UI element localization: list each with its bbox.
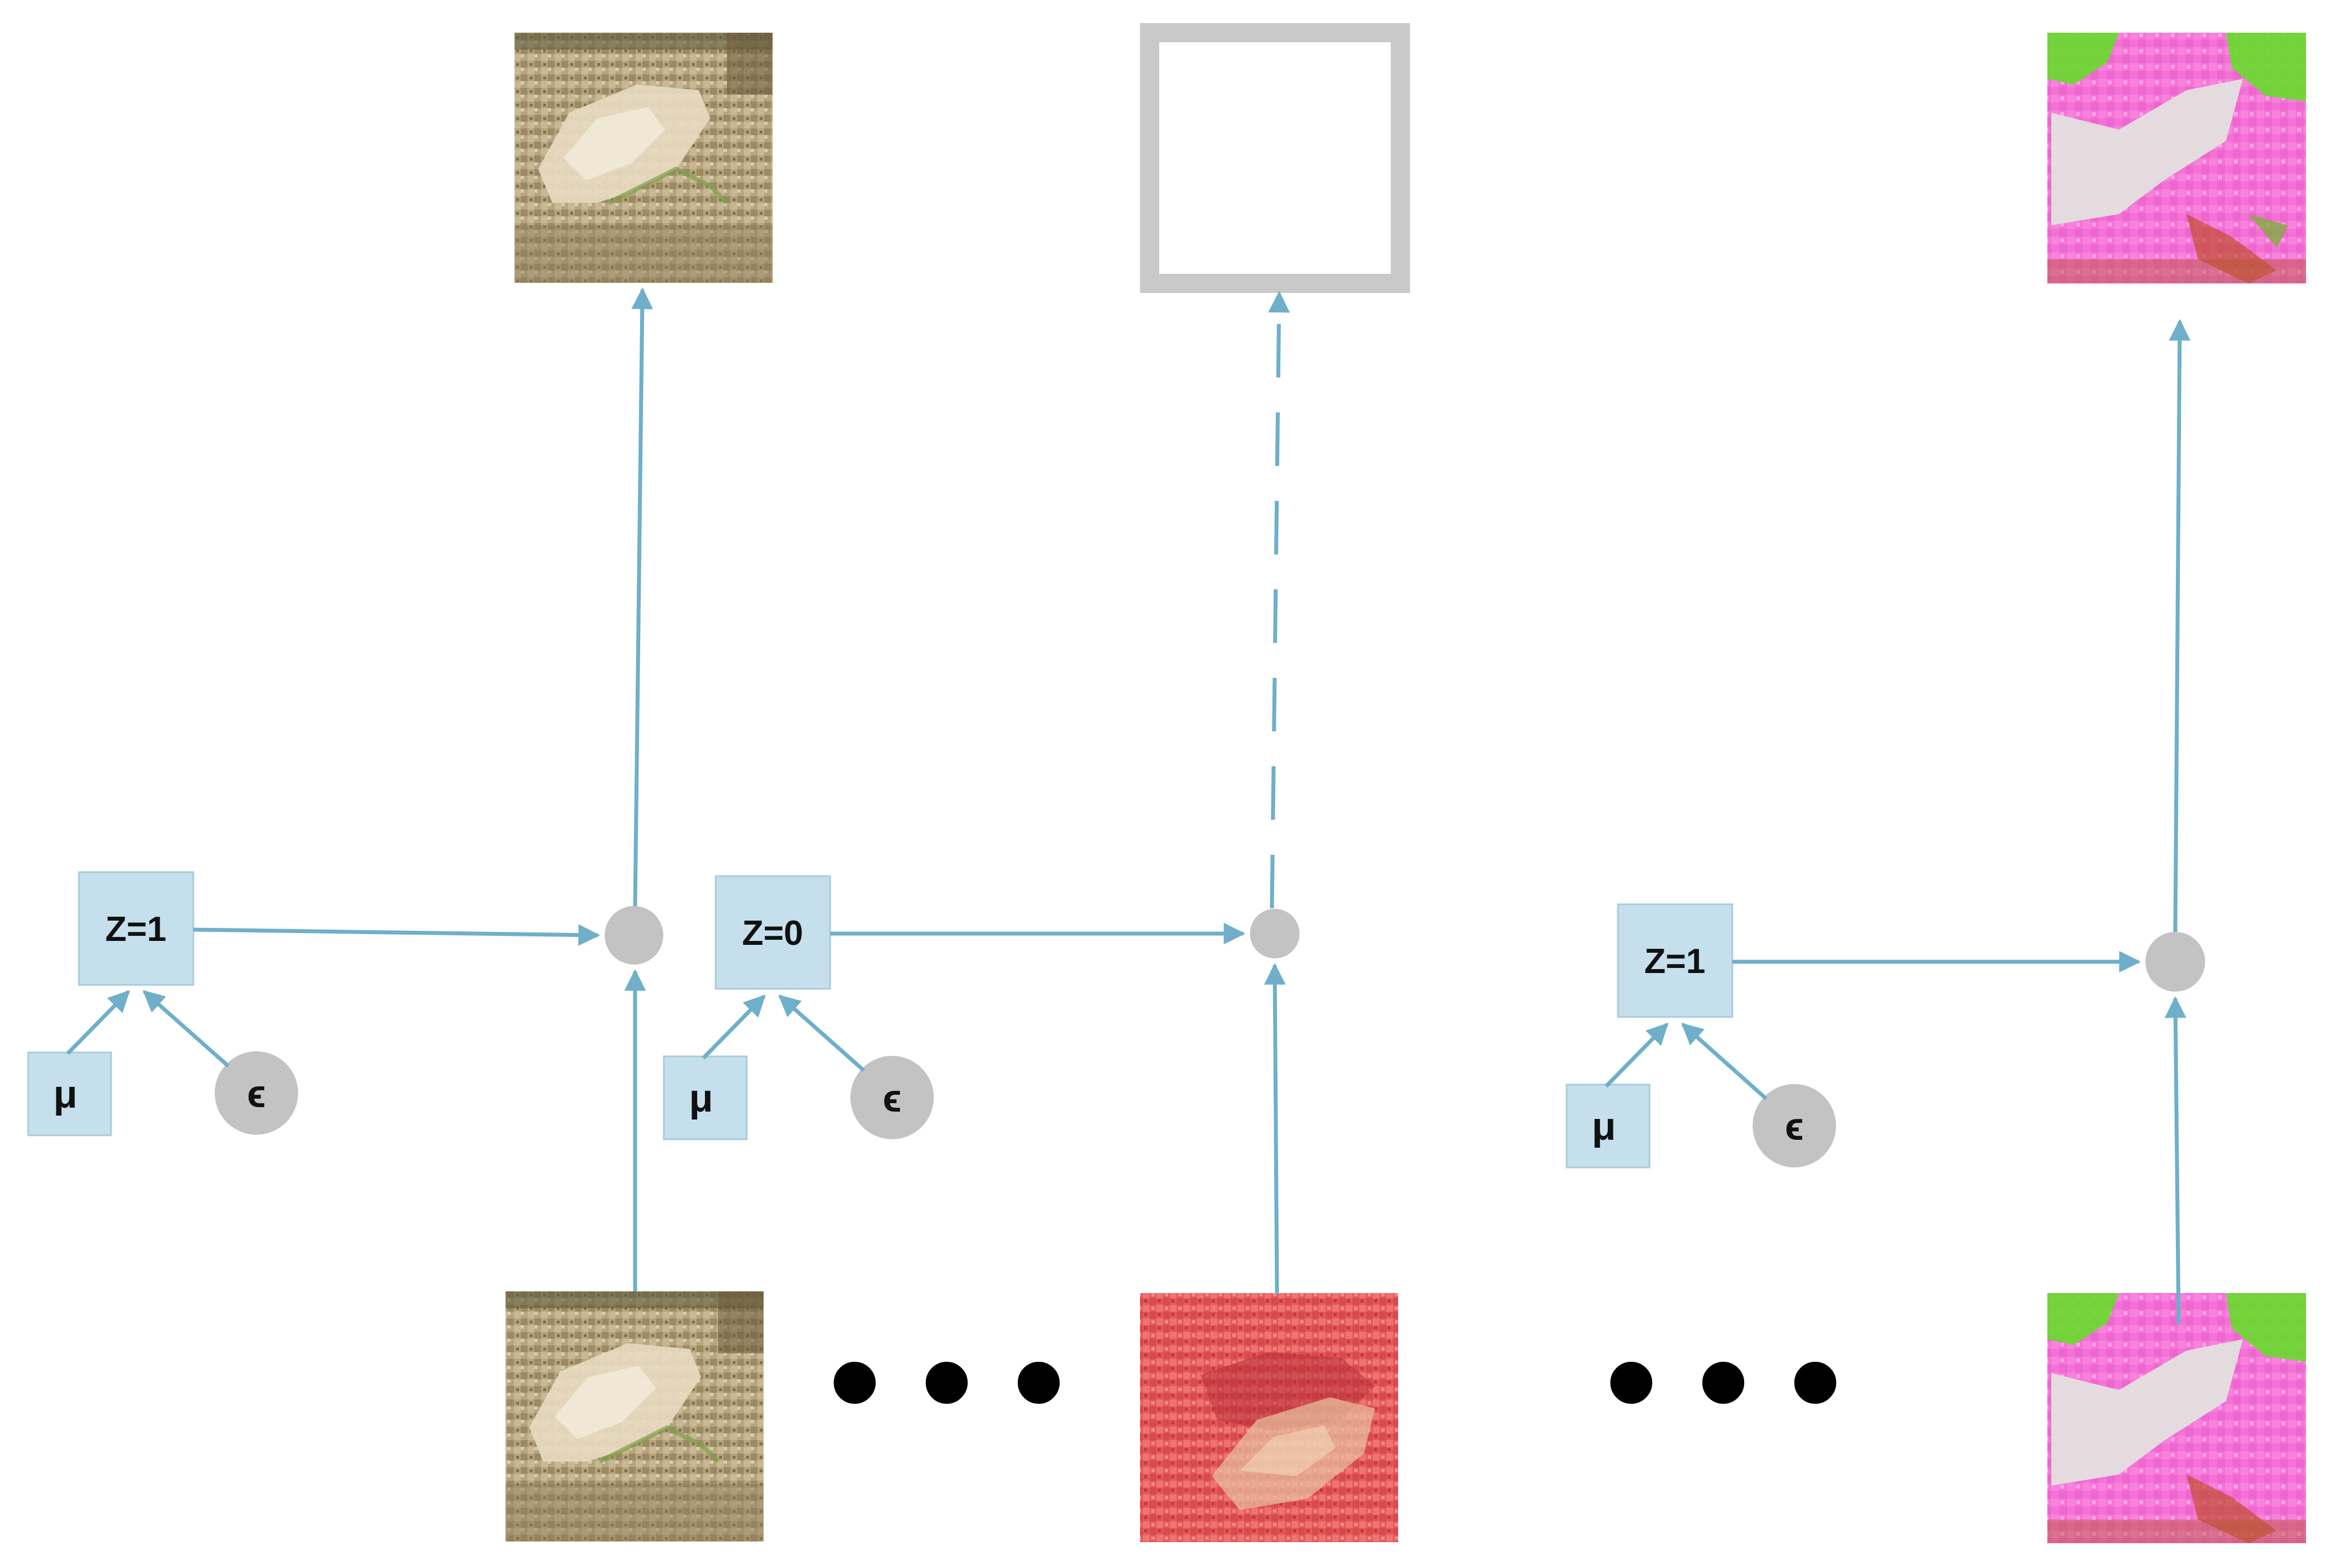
mu-label-2: μ <box>689 1076 713 1120</box>
stage-3-arrows <box>1604 319 2190 1325</box>
mu-box-1: μ <box>27 1051 112 1136</box>
mu-box-2: μ <box>663 1055 748 1140</box>
z-label-1: Z=1 <box>105 910 167 949</box>
input-image-pink <box>2047 1293 2306 1543</box>
epsilon-node-3: ϵ <box>1753 1084 1836 1167</box>
combine-node-3 <box>2145 932 2205 992</box>
epsilon-label-1: ϵ <box>247 1072 266 1116</box>
input-image-tan <box>505 1291 764 1542</box>
output-image-tan <box>515 33 773 283</box>
z-label-3: Z=1 <box>1644 942 1706 981</box>
input-image-red <box>1140 1293 1398 1542</box>
epsilon-label-2: ϵ <box>883 1076 902 1120</box>
z-label-2: Z=0 <box>742 914 804 953</box>
z-box-1: Z=1 <box>78 871 194 986</box>
ellipsis-2: • • • <box>1606 1299 1841 1463</box>
stage-2: Z=0 μ ϵ <box>663 23 1410 1542</box>
stage-3: Z=1 μ ϵ <box>1566 33 2306 1543</box>
epsilon-node-1: ϵ <box>215 1051 298 1135</box>
stage-1: Z=1 μ ϵ <box>27 33 773 1542</box>
mu-label-1: μ <box>54 1072 78 1116</box>
empty-output-square <box>1140 23 1410 293</box>
z-box-3: Z=1 <box>1617 903 1733 1018</box>
ellipsis-1: • • • <box>829 1299 1065 1463</box>
z-box-2: Z=0 <box>715 875 831 990</box>
output-image-pink <box>2047 33 2306 283</box>
combine-node-2 <box>1250 909 1300 958</box>
epsilon-node-2: ϵ <box>850 1056 934 1139</box>
combine-node-1 <box>605 906 663 965</box>
mu-box-3: μ <box>1566 1083 1651 1169</box>
epsilon-label-3: ϵ <box>1785 1104 1804 1148</box>
stage-1-arrows <box>66 287 653 1291</box>
stage-2-arrows <box>702 291 1290 1295</box>
mu-label-3: μ <box>1592 1104 1616 1148</box>
